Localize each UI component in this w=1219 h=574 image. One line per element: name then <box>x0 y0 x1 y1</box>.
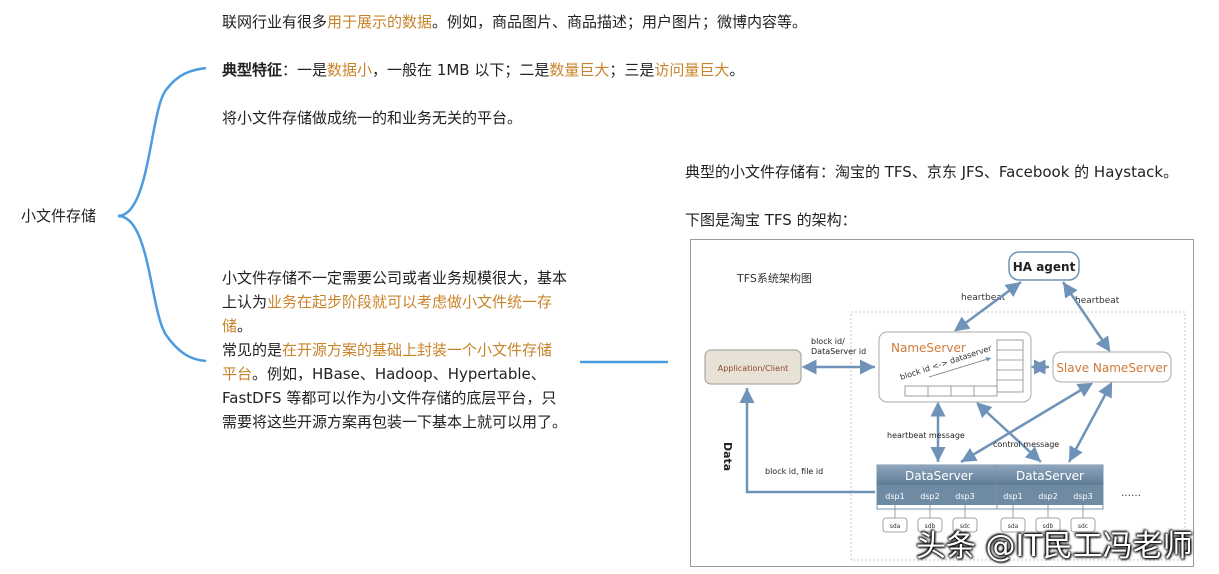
ds1-disk-sdb: sdb <box>925 523 936 530</box>
mindmap-connectors <box>117 66 668 364</box>
watermark: 头条 @IT民工冯老师 <box>916 529 1193 564</box>
nameserver-label: NameServer <box>891 341 966 355</box>
ha-agent-box <box>1008 251 1080 281</box>
more-servers-ellipsis: …… <box>1121 488 1141 499</box>
diagram-title: TFS系统架构图 <box>736 271 812 285</box>
heartbeat-message-label: heartbeat message <box>887 431 965 440</box>
right-line2: 下图是淘宝 TFS 的架构： <box>685 211 857 229</box>
root-node-label: 小文件存储 <box>21 207 97 225</box>
ds2-dsp2: dsp2 <box>1038 492 1057 501</box>
ds1-disk-sdc: sdc <box>960 523 970 530</box>
branch1-line2: 典型特征：一是数据小，一般在 1MB 以下；二是数量巨大；三是访问量巨大。 <box>222 61 745 79</box>
ds2-disk-sdb: sdb <box>1043 523 1054 530</box>
ds2-dsp1: dsp1 <box>1003 492 1022 501</box>
ds1-dsp3: dsp3 <box>955 492 974 501</box>
block-file-label: block id, file id <box>765 467 823 476</box>
data-label: Data <box>721 442 734 471</box>
control-message-label: control message <box>993 440 1059 449</box>
dataserver-1-dsp-row <box>877 485 1001 505</box>
heartbeat-right-label: heartbeat <box>1075 296 1120 306</box>
branch1-line3: 将小文件存储做成统一的和业务无关的平台。 <box>222 109 523 127</box>
block-label-1: block id/ <box>811 337 845 346</box>
app-client-box <box>704 349 802 385</box>
ds2-dsp3: dsp3 <box>1073 492 1092 501</box>
ds2-disk-sda: sda <box>1008 523 1019 530</box>
disks <box>882 505 1096 533</box>
dataserver-2-dsp-row <box>997 485 1103 505</box>
dataserver-1-header <box>877 465 1001 485</box>
ds1-dsp1: dsp1 <box>885 492 904 501</box>
app-client-label: Application/Client <box>718 364 789 373</box>
tfs-architecture-diagram: TFS系统架构图 HA agent heartbeat heartbeat Na… <box>690 239 1194 567</box>
branch1-line1: 联网行业有很多用于展示的数据。例如，商品图片、商品描述；用户图片；微博内容等。 <box>222 13 808 31</box>
right-line1: 典型的小文件存储有：淘宝的 TFS、京东 JFS、Facebook 的 Hays… <box>685 163 1179 181</box>
ha-agent-label: HA agent <box>1013 260 1076 274</box>
diagram-arrows <box>739 280 1113 494</box>
dataserver-2-header <box>997 465 1103 485</box>
ds1-dsp2: dsp2 <box>920 492 939 501</box>
branch2-paragraph: 小文件存储不一定需要公司或者业务规模很大，基本上认为业务在起步阶段就可以考虑做小… <box>222 269 568 431</box>
slave-nameserver-label: Slave NameServer <box>1056 361 1167 375</box>
ds1-disk-sda: sda <box>890 523 901 530</box>
cluster-region <box>850 311 1186 561</box>
dataserver-1-label: DataServer <box>905 469 973 483</box>
dataserver-2-label: DataServer <box>1016 469 1084 483</box>
ds2-disk-sdc: sdc <box>1078 523 1088 530</box>
block-label-2: DataServer id <box>811 347 866 356</box>
